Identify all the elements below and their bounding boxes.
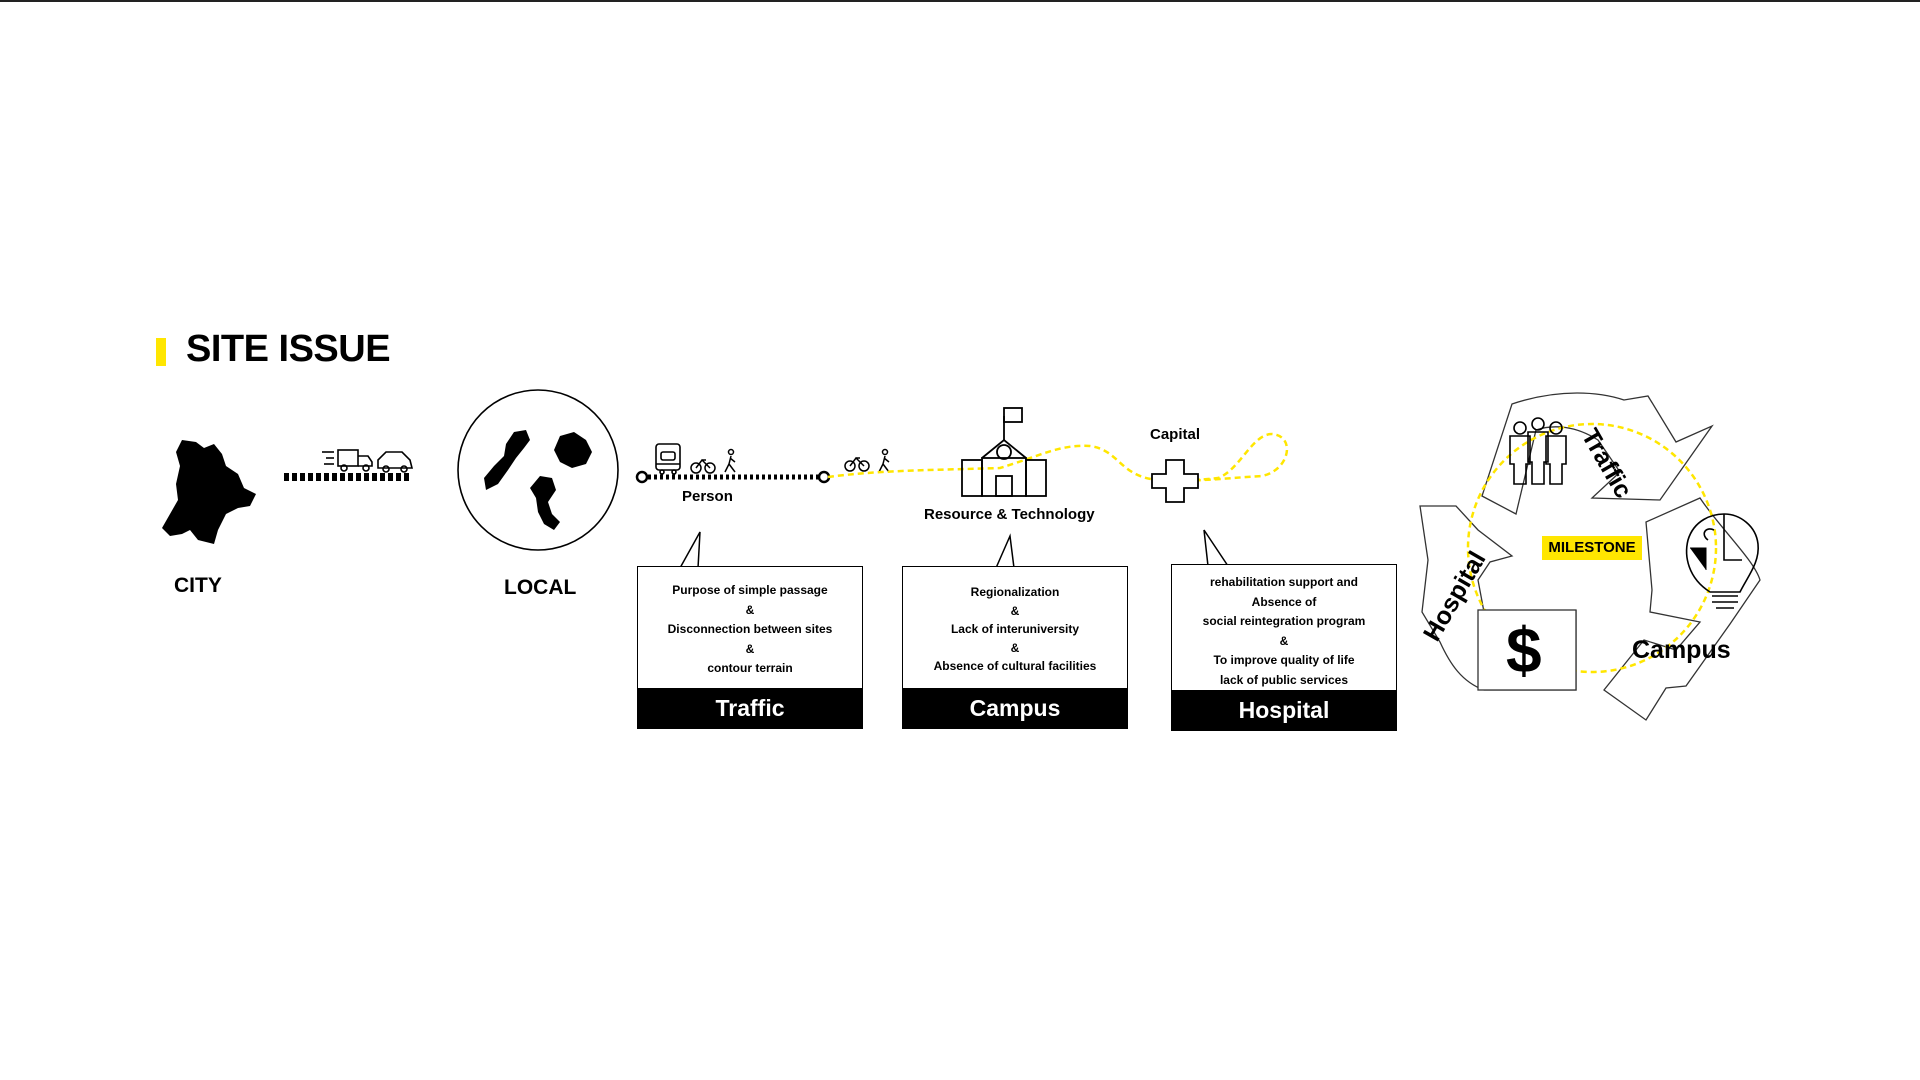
cycle-arrow-traffic [1481, 392, 1714, 515]
local-label: LOCAL [504, 576, 577, 599]
hospital-issue-text: rehabilitation support and Absence of so… [1202, 575, 1366, 687]
campus-box-pointer [994, 533, 1015, 569]
local-map-icon [484, 430, 592, 530]
traffic-box-title: Traffic [638, 688, 862, 728]
lightbulb-puzzle-icon [1685, 513, 1759, 609]
campus-issue-box: Regionalization & Lack of interuniversit… [902, 566, 1128, 729]
traffic-box-pointer [678, 531, 701, 569]
dollar-icon: $ [1506, 614, 1542, 686]
pedestrian-icon [724, 448, 736, 473]
school-icon [961, 407, 1047, 497]
hospital-cross-icon [1151, 459, 1199, 503]
hospital-box-pointer [1203, 529, 1230, 567]
page-title: SITE ISSUE [186, 328, 391, 370]
local-circle [457, 389, 619, 551]
hospital-box-title: Hospital [1172, 690, 1396, 730]
people-icon [1509, 417, 1567, 485]
path-start-node [635, 470, 649, 484]
bus-icon [655, 443, 681, 475]
milestone-badge: MILESTONE [1542, 536, 1642, 560]
car-icon [377, 451, 414, 473]
bicycle-icon-2 [844, 456, 870, 472]
cycle-diagram [1419, 392, 1761, 721]
traffic-issue-box: Purpose of simple passage & Disconnectio… [637, 566, 863, 729]
city-map-icon [162, 440, 256, 544]
city-label: CITY [174, 574, 222, 597]
cycle-arrow-campus [1603, 497, 1761, 721]
campus-box-title: Campus [903, 688, 1127, 728]
bicycle-icon [690, 458, 716, 474]
capital-label: Capital [1150, 426, 1201, 443]
truck-icon [322, 449, 373, 472]
hospital-issue-box: rehabilitation support and Absence of so… [1171, 564, 1397, 731]
title-accent-bar [156, 338, 166, 366]
person-label: Person [682, 488, 733, 505]
pedestrian-icon-2 [878, 448, 890, 473]
path-mid-node [817, 470, 831, 484]
cycle-yellow-ring [1466, 422, 1718, 674]
campus-issue-text: Regionalization & Lack of interuniversit… [933, 585, 1097, 673]
cycle-arrow-hospital [1419, 505, 1577, 691]
top-border [0, 0, 1920, 2]
dollar-box [1477, 609, 1577, 691]
yellow-route-line [827, 432, 1289, 482]
cycle-label-campus: Campus [1632, 636, 1731, 664]
resource-technology-label: Resource & Technology [924, 506, 1095, 523]
traffic-issue-text: Purpose of simple passage & Disconnectio… [667, 583, 833, 675]
